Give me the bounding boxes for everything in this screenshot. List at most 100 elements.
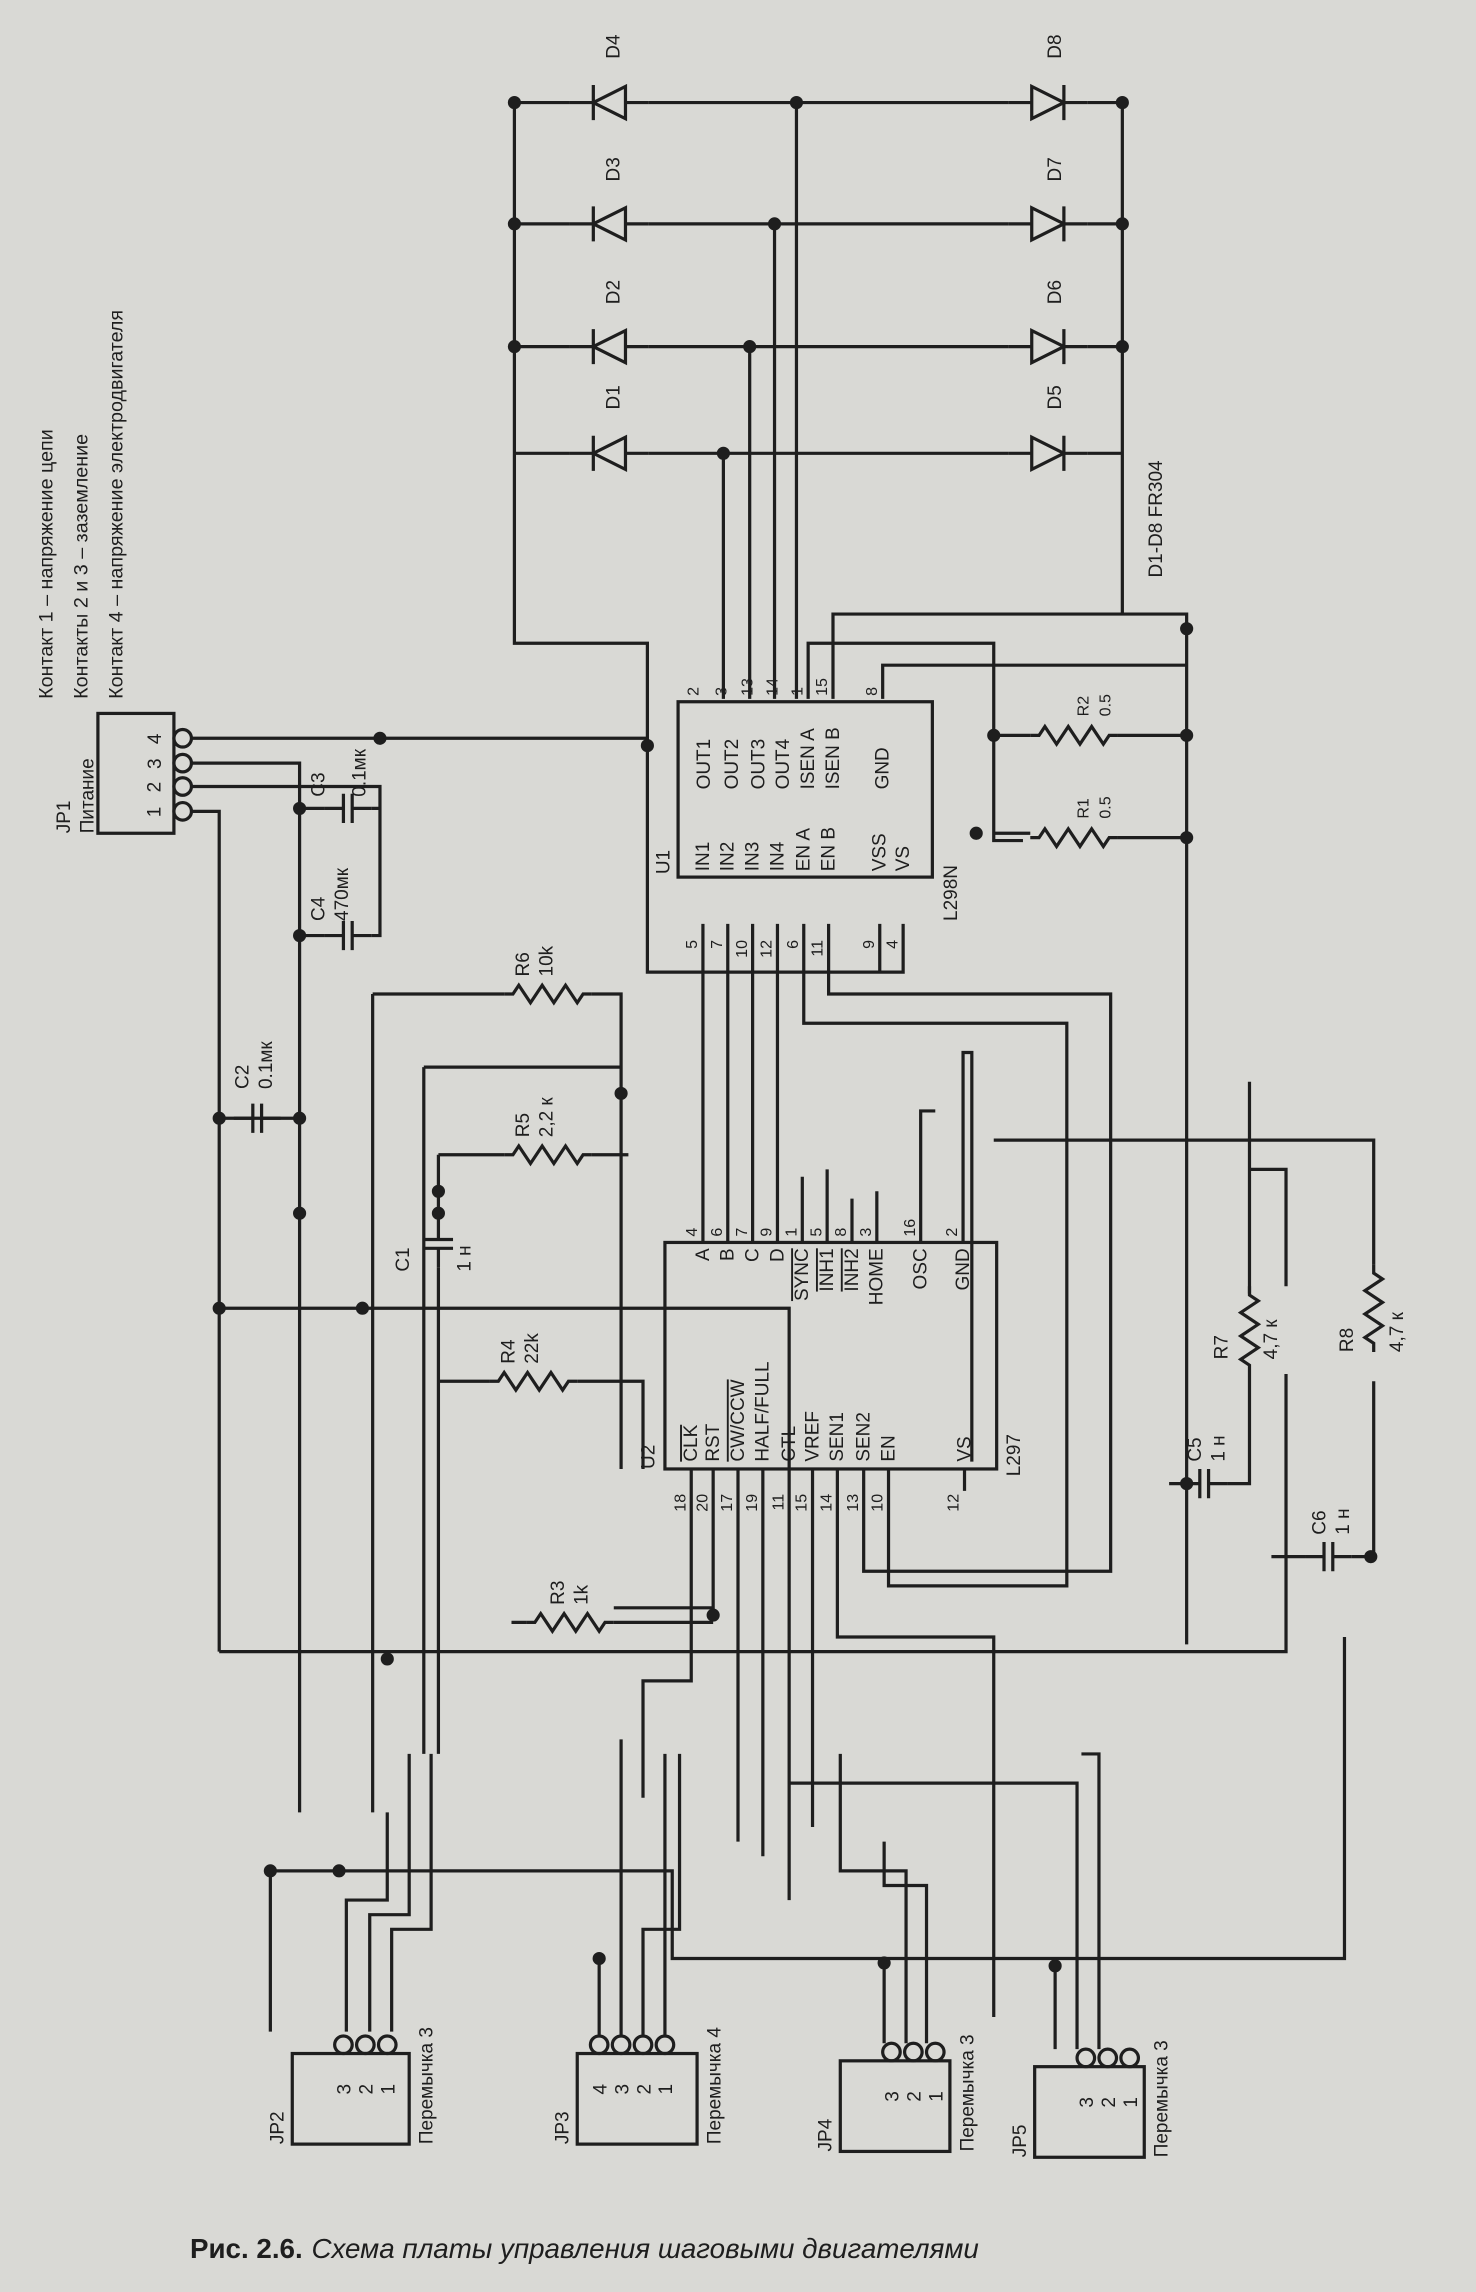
ic-ref: U1 bbox=[653, 850, 674, 874]
ic-u2-l297: A4B6C7D9SYNC1INH15INH28HOME3OSC16GND2CLK… bbox=[639, 1219, 1025, 1512]
pin-number: 4 bbox=[590, 2084, 611, 2095]
jumper-pin[interactable] bbox=[376, 2034, 398, 2056]
jumper-pin[interactable] bbox=[588, 2034, 610, 2056]
jumper-name: Перемычка 3 bbox=[1152, 2040, 1173, 2157]
diode-d5: D5 bbox=[1006, 385, 1089, 473]
pin-label: HOME bbox=[867, 1248, 888, 1305]
svg-text:4,7 к: 4,7 к bbox=[1387, 1311, 1408, 1352]
diode-type-note: D1-D8 FR304 bbox=[1146, 460, 1167, 577]
jumper-pin[interactable] bbox=[354, 2034, 376, 2056]
pin-label: VS bbox=[893, 846, 914, 871]
diode-d1: D1 bbox=[568, 385, 651, 473]
svg-text:1 н: 1 н bbox=[455, 1245, 476, 1271]
pin-label: OUT4 bbox=[773, 739, 794, 790]
svg-text:0.1мк: 0.1мк bbox=[256, 1041, 277, 1089]
pin-label: VREF bbox=[802, 1411, 823, 1462]
connector-name: Питание bbox=[78, 758, 99, 833]
pin-number: 1 bbox=[782, 1228, 800, 1237]
pin-number: 2 bbox=[145, 782, 166, 793]
pin-label: A bbox=[693, 1248, 714, 1261]
pin-label: SEN1 bbox=[827, 1412, 848, 1462]
pin-number: 5 bbox=[807, 1228, 825, 1237]
jumper-pin[interactable] bbox=[333, 2034, 354, 2056]
svg-text:D6: D6 bbox=[1045, 280, 1066, 304]
pin-label: GND bbox=[953, 1248, 974, 1290]
svg-text:1 н: 1 н bbox=[1209, 1435, 1230, 1461]
connector-ref: JP1 bbox=[54, 801, 75, 834]
svg-text:R5: R5 bbox=[513, 1113, 534, 1137]
pin-number: 18 bbox=[671, 1494, 689, 1512]
ic-ref: U2 bbox=[639, 1445, 660, 1469]
svg-text:C4: C4 bbox=[308, 897, 329, 921]
pin-number: 1 bbox=[927, 2091, 948, 2102]
svg-text:D2: D2 bbox=[604, 280, 625, 304]
pin-label: IN3 bbox=[742, 842, 763, 872]
svg-text:C5: C5 bbox=[1185, 1437, 1206, 1461]
pin-label: OUT1 bbox=[694, 739, 715, 790]
jumper-pin[interactable] bbox=[610, 2034, 632, 2056]
pin-label: EN B bbox=[818, 827, 839, 871]
ic-part: L298N bbox=[941, 865, 962, 921]
pin-number: 7 bbox=[733, 1228, 751, 1237]
diode-d3: D3 bbox=[568, 157, 651, 244]
pin-label: IN2 bbox=[718, 842, 739, 872]
figure-title: Схема платы управления шаговыми двигател… bbox=[311, 2233, 978, 2264]
connector-jp1: 1 2 3 4 JP1 Питание bbox=[54, 711, 194, 835]
pin-number: 13 bbox=[844, 1494, 862, 1512]
jumper-ref: JP2 bbox=[268, 2111, 289, 2144]
pin-number: 4 bbox=[883, 940, 901, 949]
diode-d6: D6 bbox=[1006, 280, 1089, 366]
jumper-pin[interactable] bbox=[1119, 2047, 1141, 2069]
pin-number: 16 bbox=[901, 1219, 919, 1237]
pin-label: INH2 bbox=[842, 1248, 863, 1291]
pin-label: EN A bbox=[794, 828, 815, 872]
jumper-pin[interactable] bbox=[654, 2034, 676, 2056]
pin-number: 15 bbox=[813, 678, 831, 696]
pin-label: B bbox=[718, 1248, 739, 1261]
pin-number: 11 bbox=[769, 1494, 787, 1511]
pin-number: 2 bbox=[357, 2084, 378, 2095]
pin-number: 3 bbox=[857, 1228, 875, 1237]
pin-number: 2 bbox=[685, 687, 703, 696]
jumper-pin[interactable] bbox=[632, 2034, 654, 2056]
pin-number: 1 bbox=[379, 2084, 400, 2095]
pin-number: 9 bbox=[860, 940, 878, 949]
pin-number: 14 bbox=[763, 678, 781, 696]
pin-label: EN bbox=[878, 1435, 899, 1461]
diode-d2: D2 bbox=[568, 280, 651, 366]
jumper-pin[interactable] bbox=[924, 2041, 946, 2063]
jumper-pin[interactable] bbox=[881, 2041, 902, 2063]
jumper-pin[interactable] bbox=[902, 2041, 924, 2063]
pin-number: 9 bbox=[758, 1228, 776, 1237]
pin-label: VSS bbox=[870, 833, 891, 871]
svg-text:R2: R2 bbox=[1075, 696, 1093, 717]
jumper-pin[interactable] bbox=[1075, 2047, 1097, 2069]
jumper-pin[interactable] bbox=[1097, 2047, 1119, 2069]
pin-number: 1 bbox=[656, 2084, 677, 2095]
note-line: Контакт 4 – напряжение электродвигателя bbox=[106, 310, 128, 699]
pin-number: 2 bbox=[1099, 2097, 1120, 2108]
svg-text:D7: D7 bbox=[1045, 157, 1066, 181]
diode-d7: D7 bbox=[1006, 157, 1089, 244]
svg-text:D5: D5 bbox=[1045, 385, 1066, 409]
pin-number: 8 bbox=[863, 687, 881, 696]
pin-number: 1 bbox=[1121, 2097, 1142, 2108]
pin-label: OSC bbox=[911, 1248, 932, 1289]
note-line: Контакт 1 – напряжение цепи bbox=[36, 429, 58, 699]
pin-number: 3 bbox=[145, 758, 166, 769]
svg-text:22k: 22k bbox=[522, 1333, 543, 1364]
jumper-name: Перемычка 4 bbox=[704, 2027, 725, 2144]
pin-number: 5 bbox=[683, 940, 701, 949]
pin-number: 6 bbox=[784, 940, 802, 949]
pin-number: 3 bbox=[335, 2084, 356, 2095]
pin-number: 1 bbox=[788, 687, 806, 696]
